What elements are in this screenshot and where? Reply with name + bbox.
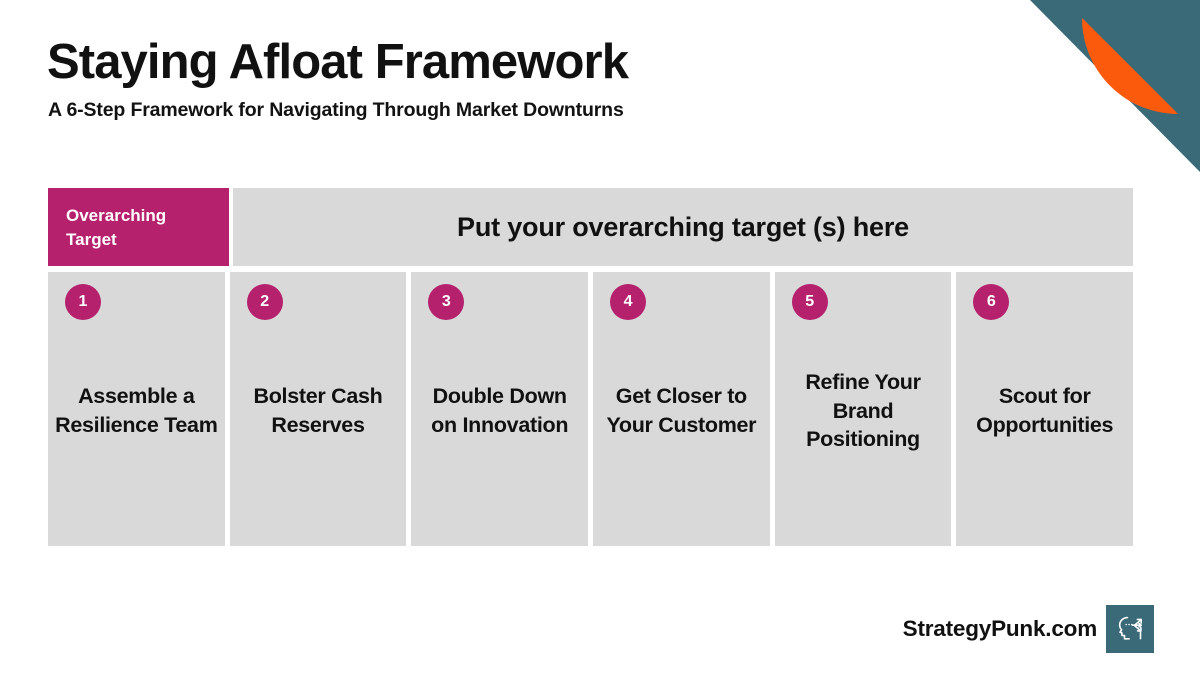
step-number-badge: 3 [428, 284, 465, 320]
overarching-target-label-line1: Overarching [66, 206, 167, 225]
overarching-target-value[interactable]: Put your overarching target (s) here [233, 188, 1133, 266]
brand-name: StrategyPunk.com [902, 616, 1098, 641]
step-label: Double Down on Innovation [431, 384, 569, 437]
corner-decoration [1030, 0, 1200, 172]
step-label: Refine Your Brand Positioning [805, 370, 921, 452]
step-number-badge: 6 [973, 284, 1010, 320]
step-card-2[interactable]: 2 Bolster Cash Reserves [229, 272, 407, 546]
step-card-6[interactable]: 6 Scout for Opportunities [956, 272, 1134, 546]
step-card-3[interactable]: 3 Double Down on Innovation [411, 272, 589, 546]
steps-row: 1 Assemble a Resilience Team 2 Bolster C… [48, 272, 1134, 546]
overarching-target-label-line2: Target [66, 230, 117, 250]
page-subtitle: A 6-Step Framework for Navigating Throug… [48, 99, 624, 121]
corner-triangle-icon [1030, 0, 1200, 172]
footer-branding: StrategyPunk.com [903, 605, 1154, 653]
step-number-badge: 4 [610, 284, 647, 320]
step-card-4[interactable]: 4 Get Closer to Your Customer [593, 272, 770, 546]
overarching-target-row: Overarching Target Put your overarching … [48, 188, 1133, 266]
step-number-badge: 1 [65, 284, 101, 320]
page-title: Staying Afloat Framework [47, 35, 629, 89]
step-card-5[interactable]: 5 Refine Your Brand Positioning [774, 272, 952, 546]
step-label: Get Closer to Your Customer [606, 384, 757, 437]
quarter-ring-arc-icon [1082, 18, 1178, 114]
step-label: Assemble a Resilience Team [55, 384, 218, 437]
step-number-badge: 2 [246, 284, 283, 320]
step-card-1[interactable]: 1 Assemble a Resilience Team [48, 272, 225, 546]
step-label: Scout for Opportunities [976, 384, 1114, 437]
step-number-badge: 5 [791, 284, 828, 320]
step-label: Bolster Cash Reserves [253, 384, 383, 437]
overarching-target-label: Overarching Target [48, 188, 229, 266]
head-profile-arrows-icon [1106, 605, 1154, 653]
